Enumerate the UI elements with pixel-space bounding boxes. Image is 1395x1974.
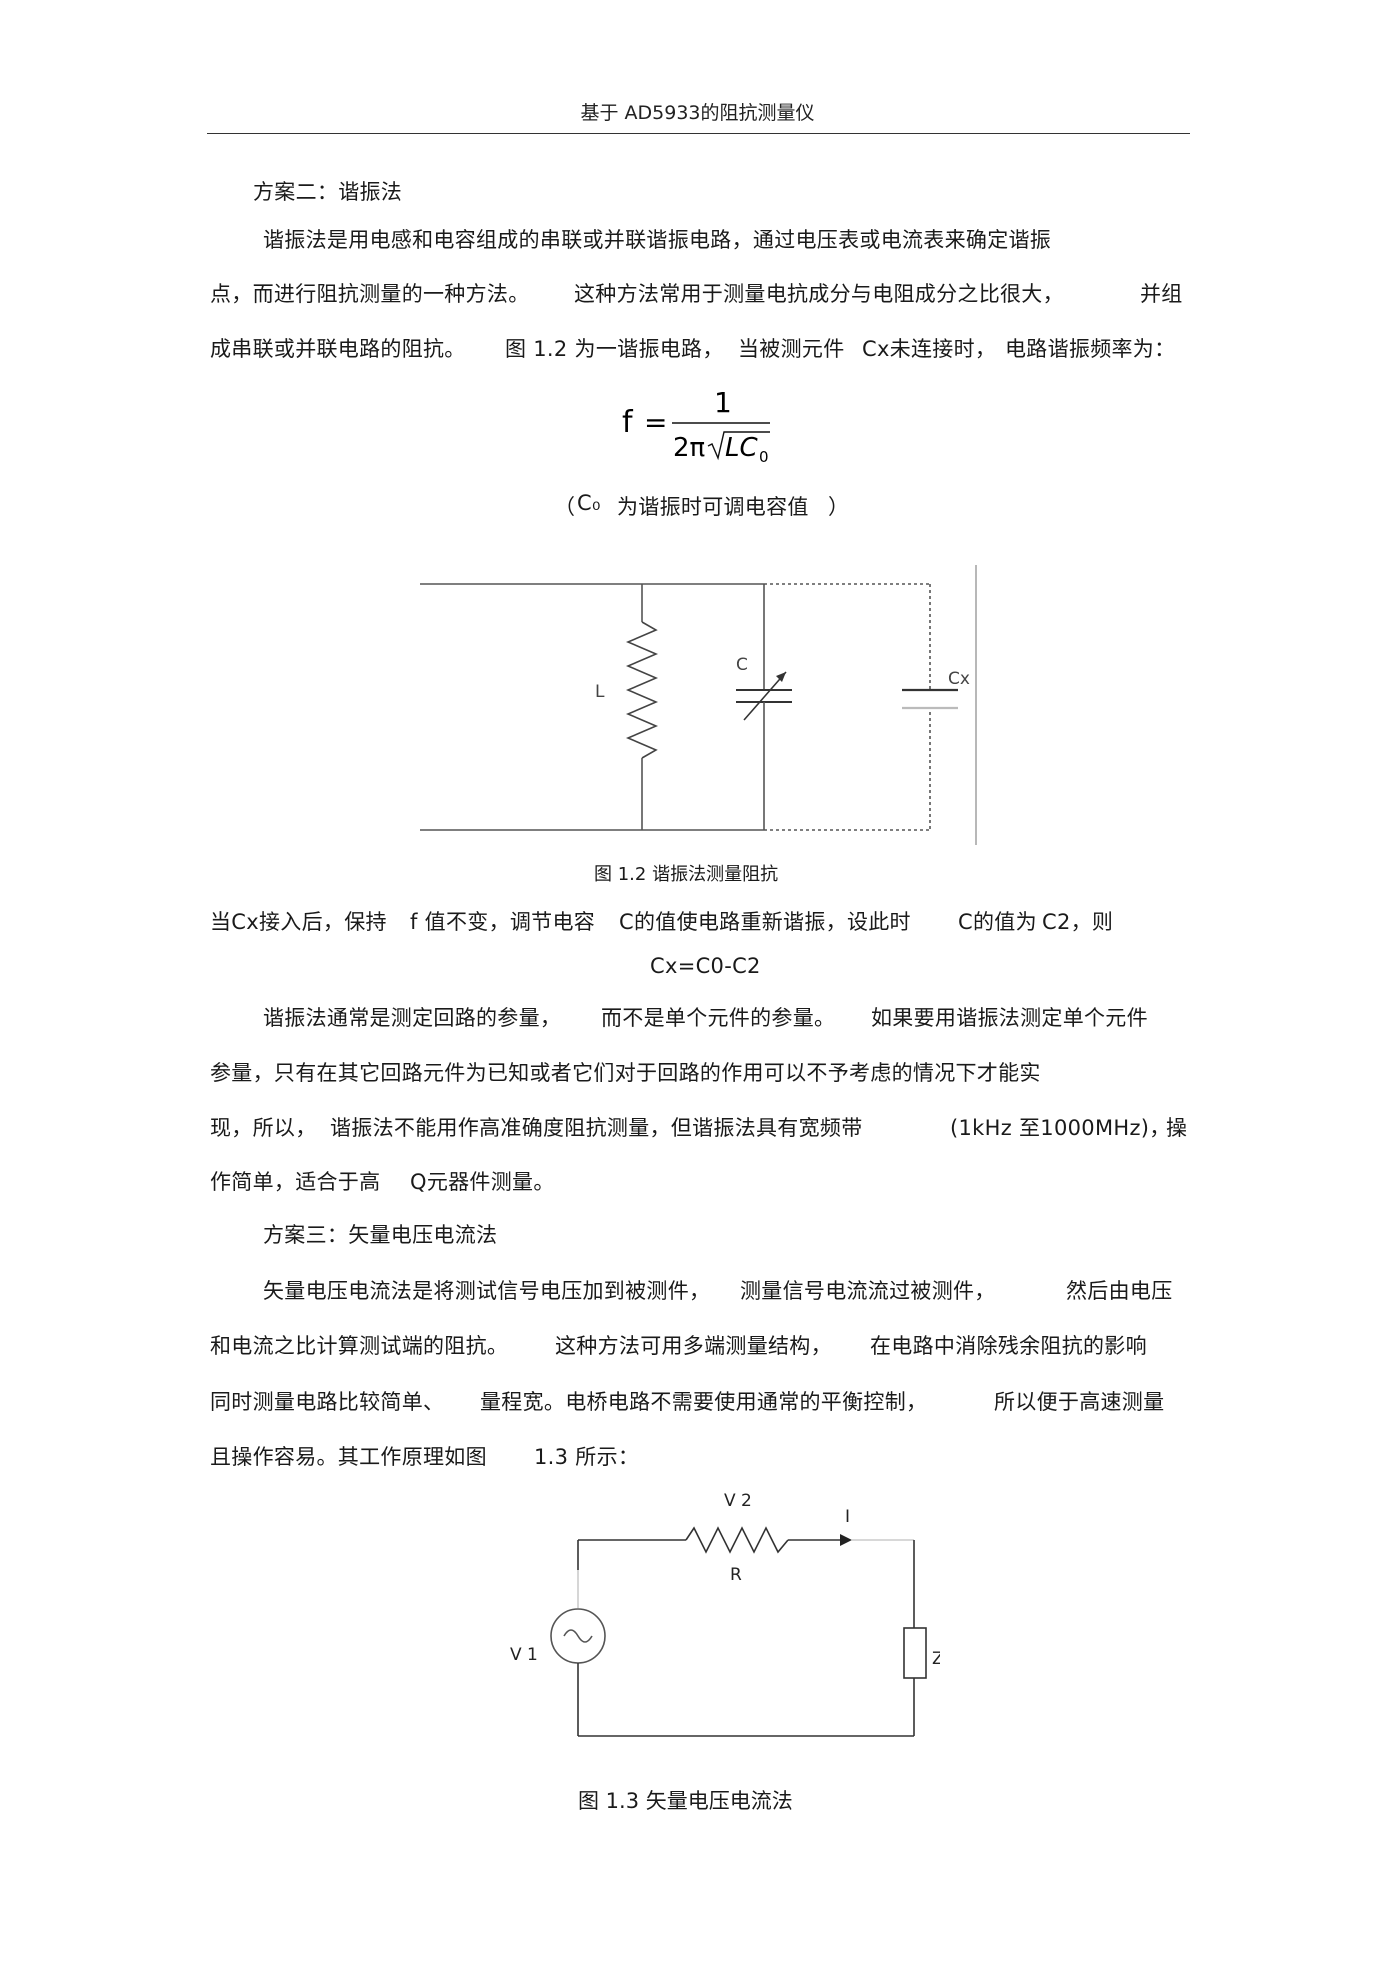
label-r: R (730, 1565, 742, 1585)
figure-1-3-caption: 图 1.3 矢量电压电流法 (578, 1789, 793, 1813)
para1-line3-b: 图 1.2 为一谐振电路， (505, 337, 724, 361)
formula-note-open: （ (554, 495, 576, 519)
figure-1-2-resonance-circuit: L C Cx (420, 565, 977, 845)
para3-line3-d: 操 (1166, 1116, 1188, 1140)
capacitor-c-arrowhead (776, 672, 786, 682)
para3-line2: 参量，只有在其它回路元件为已知或者它们对于回路的作用可以不予考虑的情况下才能实 (210, 1061, 1041, 1085)
para3-line4-a: 作简单，适合于高 (210, 1170, 381, 1194)
para3-line4-b: Q元器件测量。 (410, 1170, 555, 1194)
para3-line1-b: 而不是单个元件的参量。 (601, 1006, 836, 1030)
resistor-r (685, 1526, 789, 1554)
para3-line1-a: 谐振法通常是测定回路的参量， (263, 1006, 562, 1030)
para1-line2-b: 这种方法常用于测量电抗成分与电阻成分之比很大， (574, 282, 1064, 306)
formula-subscript: 0 (759, 448, 769, 466)
para1-line2-c: 并组 (1140, 282, 1183, 306)
para1-line3-d: Cx未连接时， (862, 337, 997, 361)
section3-line1-b: 测量信号电流流过被测件， (740, 1279, 996, 1303)
capacitor-cx-label: Cx (948, 669, 970, 689)
figure-1-2-caption: 图 1.2 谐振法测量阻抗 (594, 864, 779, 885)
para2-e: C2，则 (1042, 910, 1114, 934)
para1-line2-a: 点，而进行阻抗测量的一种方法。 (210, 282, 530, 306)
formula-equals: = (644, 406, 667, 439)
figure-1-3-vector-vi-circuit: V 2 I R V 1 Z x (510, 1491, 940, 1737)
formula-2pi: 2π (673, 433, 705, 463)
para1-line1: 谐振法是用电感和电容组成的串联或并联谐振电路，通过电压表或电流表来确定谐振 (263, 228, 1052, 252)
section3-line2-b: 这种方法可用多端测量结构， (555, 1334, 832, 1358)
section3-line4-b: 1.3 所示： (534, 1445, 640, 1469)
para2-a: 当Cx接入后，保持 (210, 910, 387, 934)
para3-line3-a: 现，所以， (210, 1116, 317, 1140)
section3-line3-a: 同时测量电路比较简单、 (210, 1390, 445, 1414)
header-rule (207, 133, 1190, 134)
section3-line4-a: 且操作容易。其工作原理如图 (210, 1445, 487, 1469)
para1-line3-e: 电路谐振频率为： (1005, 337, 1176, 361)
section3-line1-a: 矢量电压电流法是将测试信号电压加到被测件， (263, 1279, 711, 1303)
section2-heading: 方案二：谐振法 (253, 180, 403, 204)
formula-f: f (622, 405, 634, 440)
formula-note-close: ） (828, 495, 850, 519)
formula-radicand: LC (725, 433, 758, 463)
formula-sqrt-sign (707, 431, 770, 461)
inductor-coil (625, 621, 659, 759)
ac-source-sine (563, 1629, 593, 1643)
label-v1: V 1 (510, 1645, 538, 1665)
formula-numerator: 1 (714, 386, 732, 419)
section3-line1-c: 然后由电压 (1066, 1279, 1173, 1303)
para3-line1-c: 如果要用谐振法测定单个元件 (871, 1006, 1148, 1030)
para2-c: C的值使电路重新谐振，设此时 (619, 910, 911, 934)
section3-line3-b: 量程宽。电桥电路不需要使用通常的平衡控制， (480, 1390, 928, 1414)
capacitor-c-label: C (736, 655, 748, 675)
label-zx: Z x (932, 1649, 940, 1669)
para2-b: f 值不变，调节电容 (410, 910, 596, 934)
page-header-title: 基于 AD5933的阻抗测量仪 (580, 102, 815, 124)
equation-cx: Cx=C0-C2 (650, 954, 761, 978)
label-i: I (845, 1507, 850, 1527)
section3-line2-a: 和电流之比计算测试端的阻抗。 (210, 1334, 509, 1358)
capacitor-c-variable-arrow (743, 671, 787, 721)
para2-d: C的值为 (958, 910, 1037, 934)
section3-line2-c: 在电路中消除残余阻抗的影响 (870, 1334, 1147, 1358)
para1-line3-c: 当被测元件 (738, 337, 845, 361)
para3-line3-b: 谐振法不能用作高准确度阻抗测量，但谐振法具有宽频带 (330, 1116, 863, 1140)
para1-line3-a: 成串联或并联电路的阻抗。 (210, 337, 466, 361)
inductor-label: L (595, 682, 605, 702)
resonance-formula: f = 1 2π LC 0 (622, 386, 770, 466)
label-v2: V 2 (724, 1491, 752, 1511)
formula-note-text: 为谐振时可调电容值 (617, 495, 809, 519)
section3-heading: 方案三：矢量电压电流法 (263, 1223, 498, 1247)
formula-note-c0: C₀ (577, 491, 601, 515)
section3-line3-c: 所以便于高速测量 (994, 1390, 1165, 1414)
current-arrow (840, 1534, 852, 1546)
impedance-zx (903, 1627, 927, 1679)
para3-line3-c: (1kHz 至1000MHz)， (950, 1116, 1171, 1140)
